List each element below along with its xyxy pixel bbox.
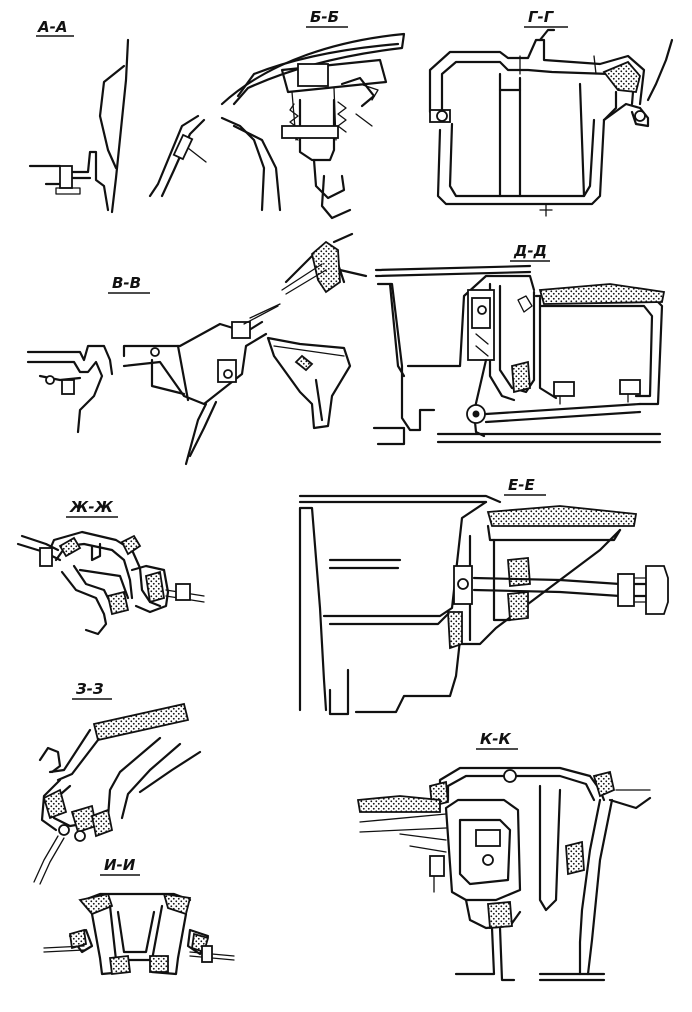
section-label-e-e: Е-Е — [508, 476, 535, 494]
section-d-d: Д-Д — [372, 242, 666, 446]
section-label-i-i: И-И — [104, 856, 136, 874]
section-label-g-g: Г-Г — [528, 8, 555, 26]
section-label-b-b: Б-Б — [310, 8, 339, 26]
section-e-e: Е-Е — [298, 476, 669, 716]
section-b-b: Б-Б — [148, 8, 406, 220]
section-v-v: В-В — [26, 232, 368, 466]
section-label-v-v: В-В — [112, 274, 141, 292]
section-k-k: К-К — [356, 730, 652, 982]
section-label-zh-zh: Ж-Ж — [69, 498, 114, 516]
section-g-g: Г-Г — [428, 8, 674, 217]
section-label-z-z: З-З — [76, 680, 104, 698]
section-label-d-d: Д-Д — [513, 242, 547, 260]
section-a-a: A-A — [28, 18, 130, 214]
section-label-k-k: К-К — [480, 730, 511, 748]
section-label-a-a: A-A — [37, 18, 67, 36]
section-i-i: И-И — [43, 856, 235, 976]
section-z-z: З-З — [33, 680, 202, 885]
section-zh-zh: Ж-Ж — [16, 498, 205, 636]
